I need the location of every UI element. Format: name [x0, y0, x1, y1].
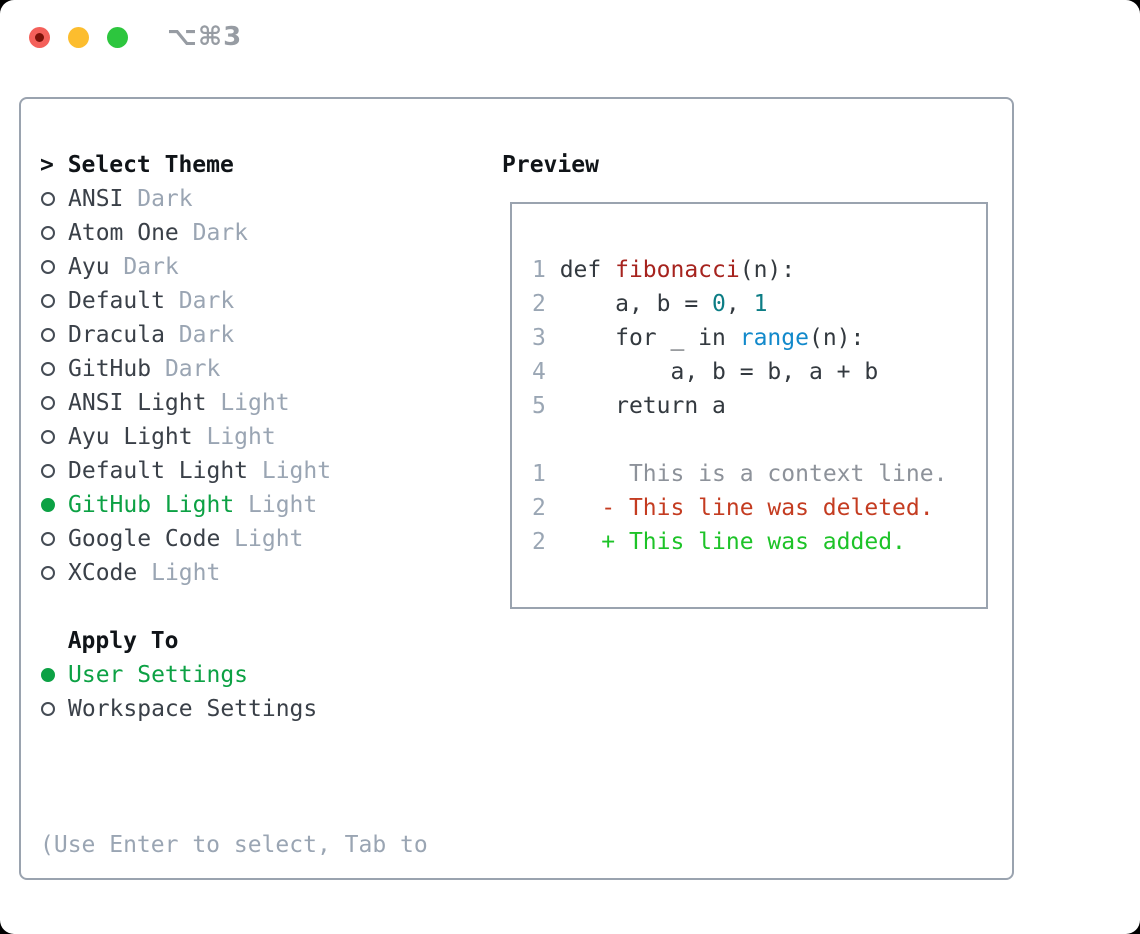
radio-icon: [41, 532, 55, 546]
radio-icon: [41, 396, 55, 410]
apply-to-option[interactable]: User Settings: [40, 658, 428, 692]
code-line: 4 a, b = b, a + b: [532, 359, 879, 385]
diff-preview: 1 This is a context line. 2 - This line w…: [532, 457, 986, 559]
hint-line: (Use Enter to select, Tab to: [40, 832, 428, 858]
hint-line: change focus): [40, 930, 428, 934]
option-label: User Settings: [68, 662, 249, 688]
radio-icon: [41, 362, 55, 376]
window-shortcut-label: ⌥⌘3: [167, 22, 243, 52]
apply-to-header-row: Apply To: [40, 624, 428, 658]
zoom-button[interactable]: [107, 27, 128, 48]
option-label: XCode: [68, 560, 138, 586]
close-button[interactable]: [29, 27, 50, 48]
radio-icon: [41, 566, 55, 580]
preview-box: 1 def fibonacci(n): 2 a, b = 0, 1 3 for _ …: [510, 202, 988, 609]
radio-icon: [41, 702, 55, 716]
close-dot-icon: [35, 33, 44, 42]
line-number: 2: [532, 291, 560, 317]
apply-to-heading: Apply To: [67, 628, 179, 654]
option-variant: Dark: [137, 186, 193, 212]
theme-option[interactable]: ANSI Light Light: [40, 386, 428, 420]
titlebar: ⌥⌘3: [0, 0, 1140, 75]
theme-option[interactable]: Default Dark: [40, 284, 428, 318]
code-line: 1 def fibonacci(n):: [532, 257, 796, 283]
theme-option[interactable]: Ayu Light Light: [40, 420, 428, 454]
code-preview: 1 def fibonacci(n): 2 a, b = 0, 1 3 for _ …: [532, 253, 986, 423]
option-label: GitHub Light: [68, 492, 235, 518]
option-label: ANSI: [68, 186, 124, 212]
code-line: 2 a, b = 0, 1: [532, 291, 768, 317]
option-label: Default Light: [68, 458, 249, 484]
focus-caret-icon: >: [40, 152, 54, 178]
radio-icon: [41, 294, 55, 308]
line-number: 1: [532, 461, 560, 487]
option-variant: Dark: [123, 254, 179, 280]
radio-icon: [41, 328, 55, 342]
theme-option[interactable]: XCode Light: [40, 556, 428, 590]
radio-icon: [41, 430, 55, 444]
option-label: Ayu: [68, 254, 110, 280]
radio-icon: [41, 192, 55, 206]
hint-text: (Use Enter to select, Tab to change focu…: [40, 760, 428, 934]
line-number: 2: [532, 529, 560, 555]
option-variant: Light: [234, 526, 304, 552]
select-theme-header-row: > Select Theme: [40, 148, 428, 182]
option-variant: Light: [220, 390, 290, 416]
diff-line: 2 - This line was deleted.: [532, 495, 934, 521]
option-label: Ayu Light: [68, 424, 193, 450]
apply-to-option[interactable]: Workspace Settings: [40, 692, 428, 726]
code-line: 3 for _ in range(n):: [532, 325, 865, 351]
select-theme-heading: Select Theme: [67, 152, 234, 178]
theme-option[interactable]: Google Code Light: [40, 522, 428, 556]
radio-selected-icon: [41, 668, 55, 682]
diff-line: 2 + This line was added.: [532, 529, 906, 555]
option-variant: Dark: [178, 322, 235, 348]
theme-option[interactable]: Ayu Dark: [40, 250, 428, 284]
option-variant: Dark: [164, 356, 221, 382]
minimize-button[interactable]: [68, 27, 89, 48]
option-variant: Light: [261, 458, 332, 484]
theme-option[interactable]: Dracula Dark: [40, 318, 428, 352]
theme-option[interactable]: Default Light Light: [40, 454, 428, 488]
line-number: 1: [532, 257, 560, 283]
line-number: 4: [532, 359, 560, 385]
option-variant: Dark: [192, 220, 249, 246]
code-line: 5 return a: [532, 393, 726, 419]
theme-option[interactable]: ANSI Dark: [40, 182, 428, 216]
preview-heading: Preview: [502, 152, 599, 178]
option-variant: Light: [206, 424, 276, 450]
radio-selected-icon: [41, 498, 55, 512]
line-number: 2: [532, 495, 560, 521]
radio-icon: [41, 260, 55, 274]
option-label: ANSI Light: [68, 390, 207, 416]
line-number: 5: [532, 393, 560, 419]
option-variant: Light: [151, 560, 221, 586]
blank-line: [532, 423, 986, 457]
option-label: Workspace Settings: [68, 696, 318, 722]
theme-option[interactable]: Atom One Dark: [40, 216, 428, 250]
radio-icon: [41, 464, 55, 478]
option-label: Dracula: [68, 322, 165, 348]
line-number: 3: [532, 325, 560, 351]
theme-option[interactable]: GitHub Dark: [40, 352, 428, 386]
diff-line: 1 This is a context line.: [532, 461, 948, 487]
option-variant: Dark: [178, 288, 235, 314]
theme-option[interactable]: GitHub Light Light: [40, 488, 428, 522]
option-label: Atom One: [68, 220, 179, 246]
option-label: Google Code: [68, 526, 221, 552]
radio-icon: [41, 226, 55, 240]
option-label: Default: [68, 288, 165, 314]
option-label: GitHub: [68, 356, 152, 382]
option-variant: Light: [248, 492, 318, 518]
